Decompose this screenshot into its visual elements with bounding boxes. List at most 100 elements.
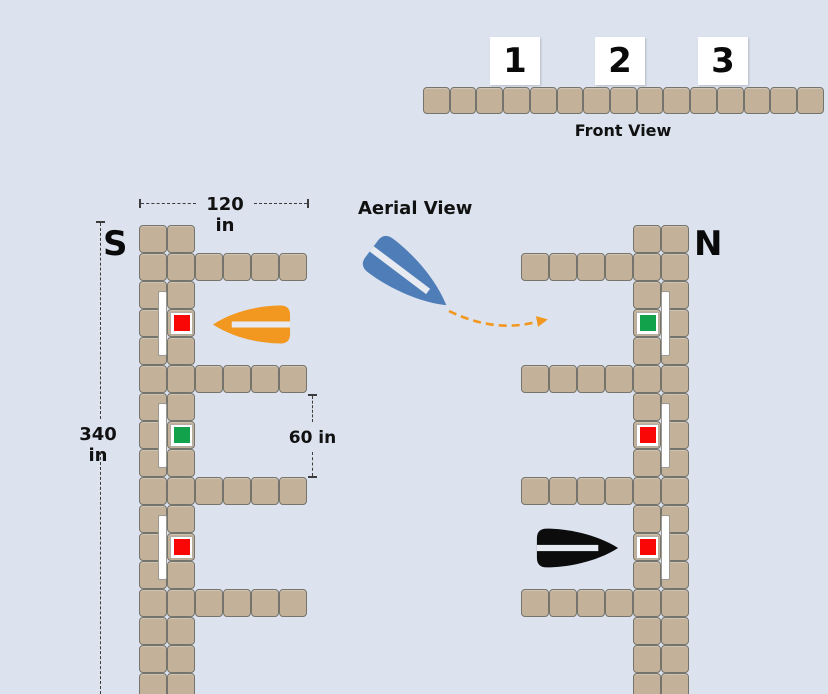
slip-marker-red [170,311,193,335]
dock-cell [139,477,167,505]
dock-arm-cell [521,253,549,281]
dim-dash [254,203,307,204]
dock-arm-cell [223,253,251,281]
dock-arm-cell [279,589,307,617]
marker-color-red [173,315,190,331]
dim-tick [308,394,317,396]
dim-slip-label: 60 in [288,428,337,448]
slip-bar [158,290,167,356]
dim-tick [139,199,141,208]
dock-arm-cell [605,477,633,505]
dock-cell [167,645,195,673]
dock-cell [167,365,195,393]
dock-cell [633,393,661,421]
dock-cell [167,673,195,694]
front-dock-cell [716,87,744,114]
marker-color-red [173,539,190,555]
dock-cell [633,505,661,533]
dock-arm-cell [549,477,577,505]
dock-cell [139,365,167,393]
dock-cell [167,281,195,309]
dock-arm-cell [195,365,223,393]
dim-width-label: 120 in [206,194,244,236]
front-dock-cell [690,87,717,114]
dock-cell [167,393,195,421]
dock-cell [167,505,195,533]
slip-bar [661,402,670,468]
dock-arm-cell [223,477,251,505]
front-dock-cell [797,87,824,114]
north-label: N [694,224,723,264]
slip-marker-red [636,535,659,559]
dock-cell [661,477,689,505]
dock-cell [661,365,689,393]
dock-cell [167,449,195,477]
dock-cell [661,645,689,673]
slip-marker-green [636,311,659,335]
front-dock-row [423,87,824,114]
orange-boat-hull [212,305,291,344]
slip-bar [661,290,670,356]
dock-arm-cell [577,253,605,281]
front-dock-cell [770,87,798,114]
slip-marker-green [170,423,193,447]
travel-path-arrowhead [535,316,548,327]
dim-dash [100,223,101,419]
dock-arm-cell [549,365,577,393]
front-dock-cell [529,87,557,114]
front-dock-cell [743,87,771,114]
dock-arm-cell [577,477,605,505]
dock-arm-cell [577,365,605,393]
front-view-caption: Front View [574,121,672,140]
south-label: S [103,224,128,264]
dim-dash [312,452,313,476]
dock-arm-cell [223,589,251,617]
slip-marker-red [636,423,659,447]
aerial-view-caption: Aerial View [358,198,473,219]
dock-arm-cell [251,589,279,617]
dock-arm-cell [251,365,279,393]
dock-cell [633,225,661,253]
dock-cell [633,673,661,694]
dock-cell [661,253,689,281]
front-dock-cell [423,87,450,114]
dock-arm-cell [251,253,279,281]
dock-cell [633,561,661,589]
dock-arm-cell [251,477,279,505]
berth-sign-2: 2 [595,37,645,85]
dock-cell [139,589,167,617]
dock-cell [633,281,661,309]
dock-cell [633,337,661,365]
black-boat [536,528,619,568]
dock-arm-cell [279,477,307,505]
dock-cell [661,673,689,694]
dock-cell [661,225,689,253]
dim-tick [308,476,317,478]
dock-arm-cell [521,589,549,617]
front-dock-cell [449,87,477,114]
front-dock-cell [636,87,664,114]
dock-cell [139,225,167,253]
dock-cell [633,365,661,393]
dim-dash [312,396,313,422]
dock-arm-cell [605,365,633,393]
front-dock-cell [663,87,691,114]
dim-dash [141,203,196,204]
dock-cell [139,673,167,694]
orange-boat [212,305,291,344]
dock-arm-cell [521,365,549,393]
dock-arm-cell [549,589,577,617]
front-dock-cell [503,87,530,114]
slip-bar [661,514,670,580]
slip-bar [158,514,167,580]
berth-sign-3: 3 [698,37,748,85]
dock-cell [661,617,689,645]
dock-arm-cell [223,365,251,393]
dock-cell [167,253,195,281]
dim-tick [96,221,105,223]
dock-cell [633,645,661,673]
blue-boat-stripe [369,246,431,295]
dock-arm-cell [279,253,307,281]
dim-dash [100,452,101,694]
